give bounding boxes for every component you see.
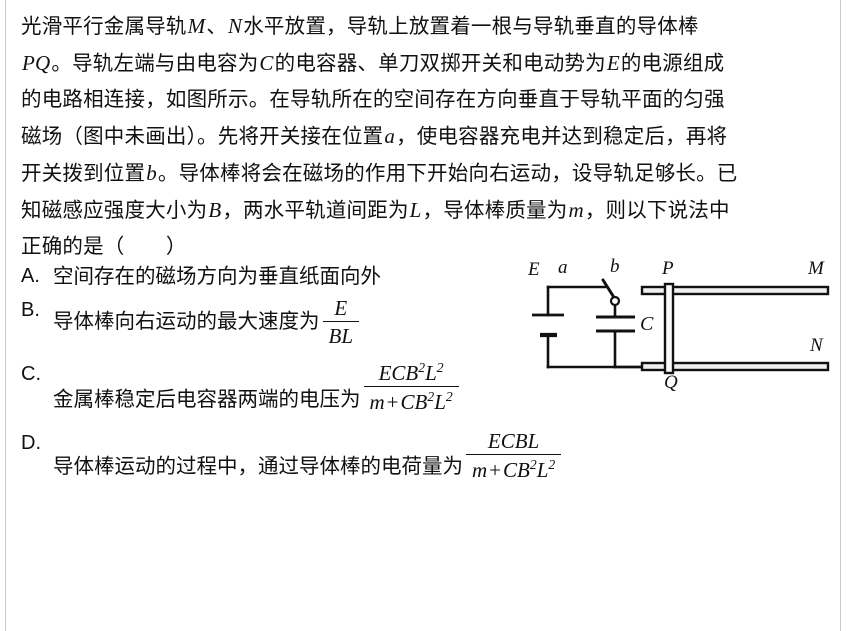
- stem-line-3: 的电路相连接，如图所示。在导轨所在的空间存在方向垂直于导轨平面的匀强: [21, 89, 725, 111]
- label-rail-top-M: M: [808, 258, 824, 279]
- circuit-diagram: E a b C P Q M N: [520, 255, 846, 405]
- option-d-numerator: ECBL: [487, 428, 540, 453]
- option-b-label: B.: [21, 299, 40, 321]
- option-c-denominator: m+CB2L2: [363, 386, 459, 414]
- option-c[interactable]: C. 金属棒稳定后电容器两端的电压为 ECB2L2 m+CB2L2: [21, 360, 721, 414]
- option-d-body: 导体棒运动的过程中，通过导体棒的电荷量为 ECBL m+CB2L2: [53, 429, 564, 482]
- circuit-wires: [546, 285, 644, 369]
- switch-blade: [601, 278, 617, 301]
- option-b-body: 导体棒向右运动的最大速度为 E BL: [53, 296, 362, 348]
- stem-line-4: 磁场（图中未画出）。先将开关接在位置a，使电容器充电并达到稳定后，再将: [21, 124, 728, 148]
- page-left-rule: [5, 0, 6, 631]
- battery-symbol: [532, 313, 564, 338]
- option-c-text: 金属棒稳定后电容器两端的电压为: [53, 388, 361, 411]
- switch-pivot-b: [609, 295, 621, 307]
- option-d-denominator: m+CB2L2: [466, 453, 562, 482]
- option-b[interactable]: B. 导体棒向右运动的最大速度为 E BL: [21, 296, 721, 348]
- option-b-text: 导体棒向右运动的最大速度为: [53, 311, 320, 334]
- stem-line-5: 开关拨到位置b。导体棒将会在磁场的作用下开始向右运动，设导轨足够长。已: [21, 161, 738, 185]
- capacitor-symbol: [596, 315, 635, 333]
- option-d-fraction: ECBL m+CB2L2: [466, 428, 562, 482]
- option-a-text: 空间存在的磁场方向为垂直纸面向外: [53, 266, 381, 288]
- rod-body: [663, 282, 675, 375]
- label-rod-bottom-Q: Q: [664, 372, 678, 393]
- option-b-fraction: E BL: [322, 296, 360, 348]
- option-a-body: 空间存在的磁场方向为垂直纸面向外: [53, 262, 381, 292]
- stem-line-6: 知磁感应强度大小为B，两水平轨道间距为L，导体棒质量为m，则以下说法中: [21, 198, 730, 222]
- rail-bottom-N: [640, 361, 830, 372]
- option-a[interactable]: A. 空间存在的磁场方向为垂直纸面向外: [21, 262, 721, 292]
- label-rail-bottom-N: N: [810, 335, 823, 356]
- stem-line-1: 光滑平行金属导轨M、N水平放置，导轨上放置着一根与导轨垂直的导体棒: [21, 14, 699, 38]
- question-stem: 光滑平行金属导轨M、N水平放置，导轨上放置着一根与导轨垂直的导体棒 PQ。导轨左…: [21, 8, 827, 265]
- conducting-rod-PQ: [663, 282, 675, 375]
- label-switch-a: a: [558, 257, 568, 278]
- label-capacitor-C: C: [640, 313, 654, 335]
- circuit-svg: [532, 278, 830, 375]
- option-d-text: 导体棒运动的过程中，通过导体棒的电荷量为: [53, 455, 463, 478]
- label-emf-E: E: [528, 259, 540, 280]
- label-switch-b: b: [610, 256, 620, 277]
- option-c-label: C.: [21, 363, 41, 386]
- rail-bottom-body: [640, 361, 830, 372]
- page-right-rule: [840, 0, 841, 631]
- spdt-switch[interactable]: [601, 278, 621, 307]
- label-rod-top-P: P: [662, 258, 674, 279]
- option-d[interactable]: D. 导体棒运动的过程中，通过导体棒的电荷量为 ECBL m+CB2L2: [21, 429, 721, 482]
- rail-top-M: [640, 285, 830, 296]
- option-c-numerator: ECB2L2: [378, 360, 444, 386]
- option-d-label: D.: [21, 431, 41, 454]
- option-b-numerator: E: [334, 296, 348, 320]
- option-b-denominator: BL: [322, 321, 360, 348]
- rail-top-body: [640, 285, 830, 296]
- option-list: A. 空间存在的磁场方向为垂直纸面向外 B. 导体棒向右运动的最大速度为 E B…: [21, 262, 721, 488]
- stem-line-7: 正确的是（ ）: [21, 236, 187, 258]
- stem-line-2: PQ。导轨左端与由电容为C的电容器、单刀双掷开关和电动势为E的电源组成: [22, 51, 725, 75]
- option-c-fraction: ECB2L2 m+CB2L2: [363, 360, 459, 414]
- option-c-body: 金属棒稳定后电容器两端的电压为 ECB2L2 m+CB2L2: [53, 360, 462, 414]
- option-a-label: A.: [21, 265, 40, 287]
